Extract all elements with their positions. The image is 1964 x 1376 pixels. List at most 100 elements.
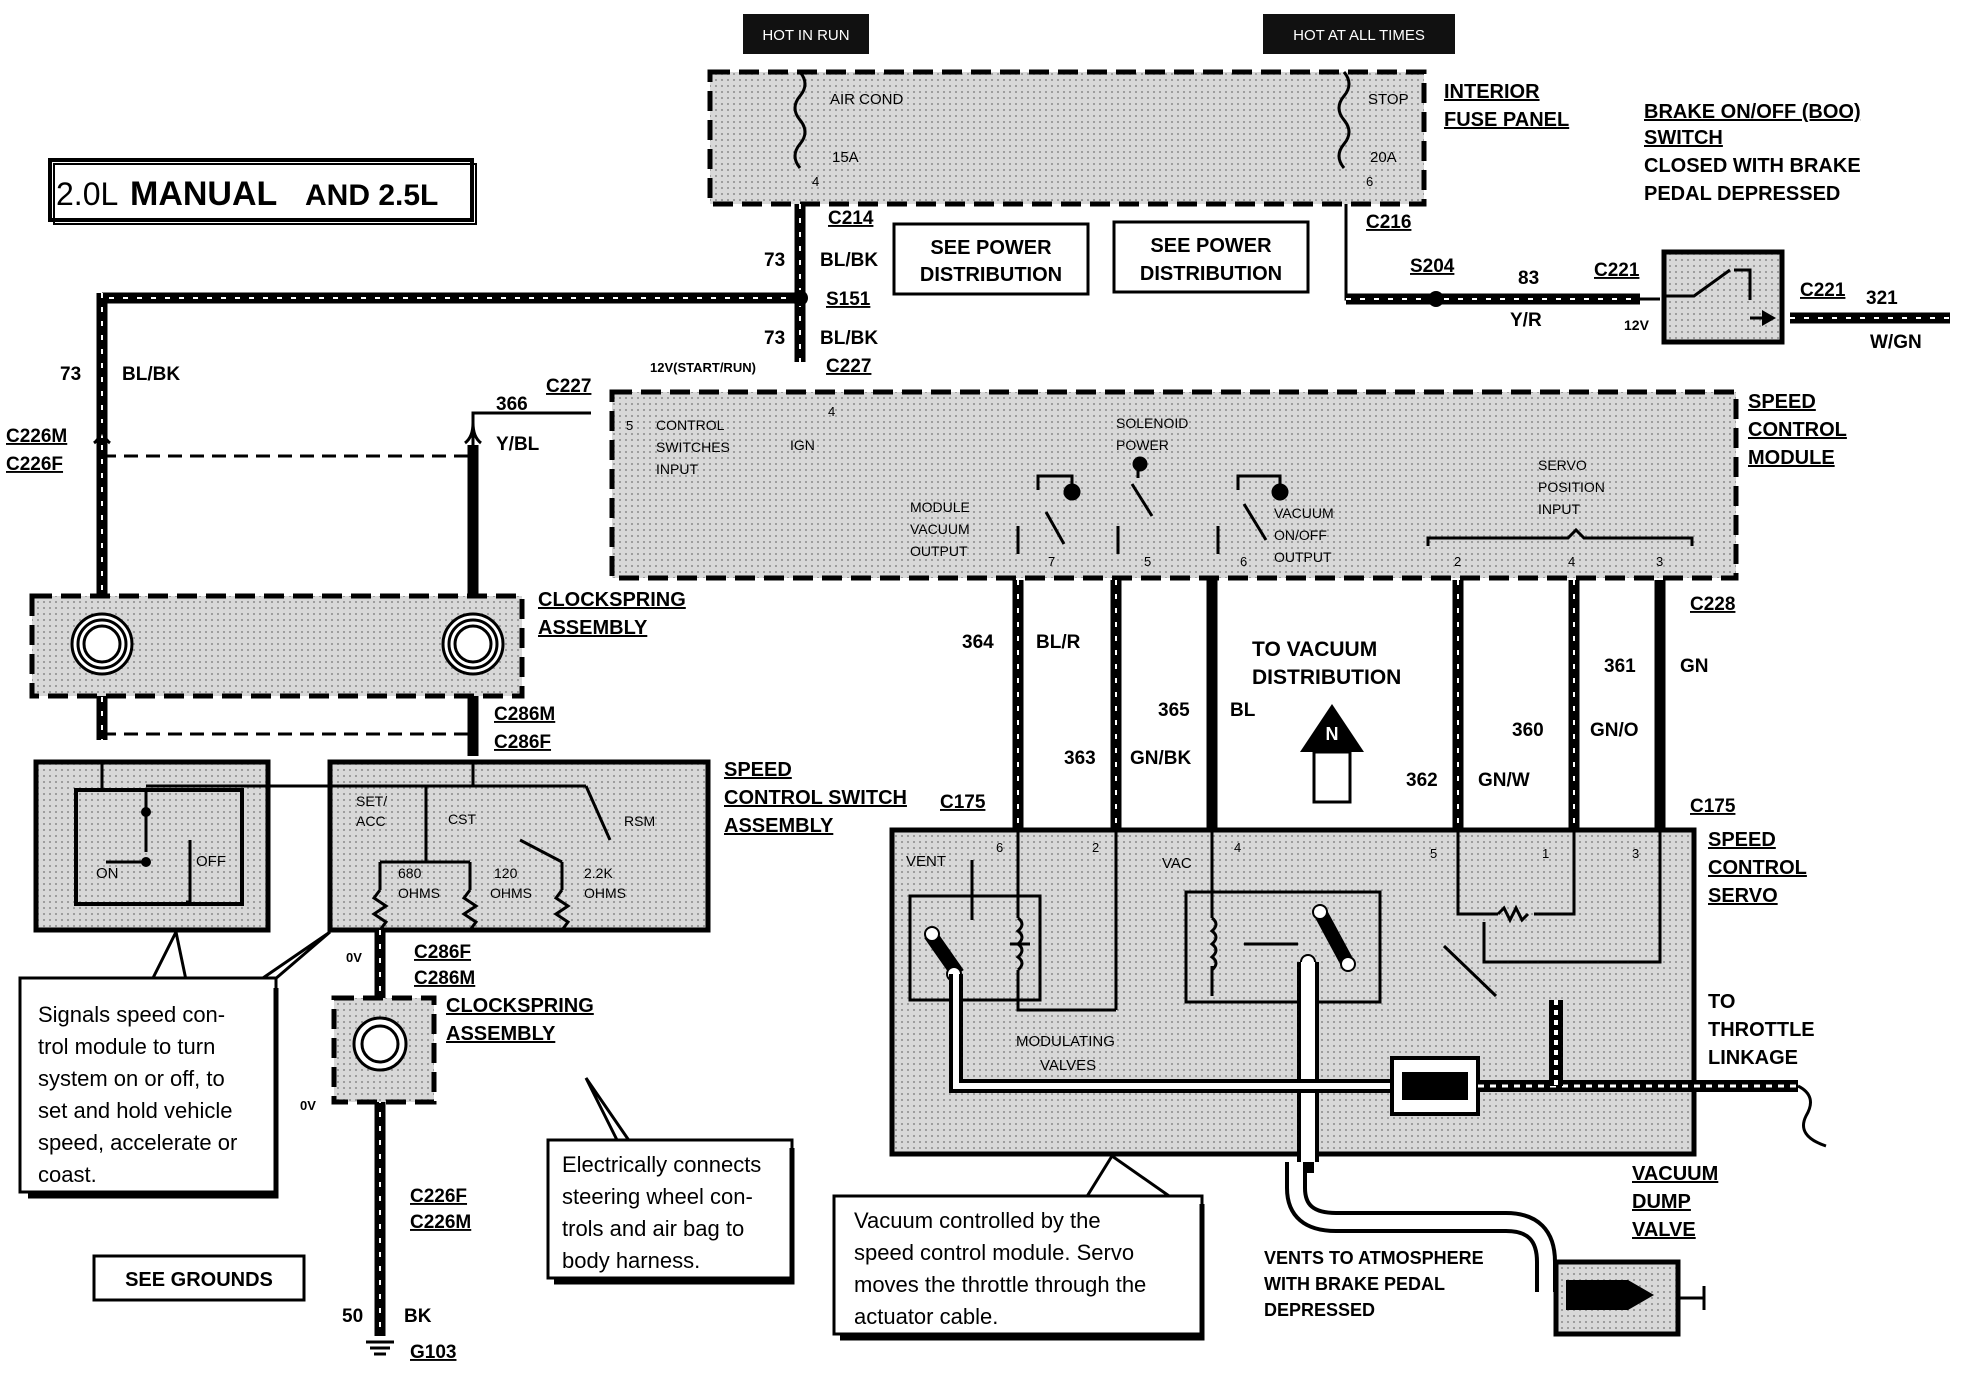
scm-ctl-sw-3: INPUT bbox=[656, 461, 698, 477]
fuse-air-cond-symbol bbox=[793, 71, 807, 169]
throttle-label-3: LINKAGE bbox=[1708, 1047, 1798, 1069]
conn-c214: C214 bbox=[828, 208, 874, 229]
title-box: 2.0L MANUAL AND 2.5L bbox=[48, 158, 477, 225]
wire-gnbk: GN/BK bbox=[1130, 748, 1192, 769]
see-power-2-line1: SEE POWER bbox=[1150, 235, 1272, 257]
scm-label-2: CONTROL bbox=[1748, 419, 1847, 441]
fuse-stop-pin: 6 bbox=[1366, 174, 1373, 189]
switch-cst: CST bbox=[448, 811, 476, 827]
scm-vac-onoff-3: OUTPUT bbox=[1274, 549, 1332, 565]
callout-servo-line-1: speed control module. Servo bbox=[854, 1240, 1134, 1265]
see-power-distribution-box-1[interactable] bbox=[892, 222, 1090, 296]
throttle-label-1: TO bbox=[1708, 991, 1735, 1013]
fuse-stop-name: STOP bbox=[1368, 91, 1409, 108]
mod-valves-1: MODULATING bbox=[1016, 1033, 1115, 1050]
see-power-1-line2: DISTRIBUTION bbox=[920, 264, 1062, 286]
switch-assembly-label-2: CONTROL SWITCH bbox=[724, 787, 907, 809]
scm-relays bbox=[1016, 456, 1289, 554]
clockspring-bottom-label-1: CLOCKSPRING bbox=[446, 995, 594, 1017]
vac-dist-label-2: DISTRIBUTION bbox=[1252, 666, 1401, 689]
conn-c227-top: C227 bbox=[826, 356, 871, 377]
boo-label-2: SWITCH bbox=[1644, 127, 1723, 149]
scm-ign: IGN bbox=[790, 437, 815, 453]
conn-c286m: C286M bbox=[494, 704, 555, 725]
scm-vac-onoff-2: ON/OFF bbox=[1274, 527, 1327, 543]
scm-servo-pos-2: POSITION bbox=[1538, 479, 1605, 495]
servo-vent-line bbox=[953, 974, 1396, 1089]
scm-pin-5: 5 bbox=[626, 418, 633, 433]
scm-label-3: MODULE bbox=[1748, 447, 1835, 469]
hot-in-run-label: HOT IN RUN bbox=[762, 27, 849, 44]
fuse-panel-label-2: FUSE PANEL bbox=[1444, 109, 1569, 131]
wire-yr: Y/R bbox=[1510, 310, 1542, 331]
mod-valves-2: VALVES bbox=[1040, 1057, 1096, 1074]
fuse-stop-symbol bbox=[1337, 71, 1351, 169]
vac-valve-plunger bbox=[1313, 908, 1355, 968]
interior-fuse-panel bbox=[707, 69, 1427, 207]
conn-c286f: C286F bbox=[494, 732, 551, 753]
wire-362: 362 bbox=[1406, 770, 1438, 791]
conn-c226f: C226F bbox=[6, 454, 63, 475]
callout-clockspring-line-3: body harness. bbox=[562, 1248, 700, 1273]
dump-vents-1: VENTS TO ATMOSPHERE bbox=[1264, 1248, 1484, 1268]
servo-vac: VAC bbox=[1162, 855, 1192, 872]
callout-clockspring-line-0: Electrically connects bbox=[562, 1152, 761, 1177]
see-power-distribution-box-2[interactable] bbox=[1112, 220, 1310, 294]
wire-bk: BK bbox=[404, 1306, 432, 1327]
fuse-air-cond-amps: 15A bbox=[832, 149, 859, 166]
hot-at-all-times-label: HOT AT ALL TIMES bbox=[1293, 27, 1425, 44]
servo-label-1: SPEED bbox=[1708, 829, 1776, 851]
conn-c228: C228 bbox=[1690, 594, 1735, 615]
boo-arrow bbox=[1762, 310, 1776, 326]
conn-c226f-b: C226F bbox=[410, 1186, 467, 1207]
wire-363: 363 bbox=[1064, 748, 1096, 769]
scm-ctl-sw-1: CONTROL bbox=[656, 417, 725, 433]
top-wires bbox=[96, 204, 1950, 445]
scm-pin-5b: 5 bbox=[1144, 554, 1151, 569]
scm-pin-4b: 4 bbox=[1568, 554, 1575, 569]
scm-pin-6: 6 bbox=[1240, 554, 1247, 569]
wire-365: 365 bbox=[1158, 700, 1190, 721]
switch-r1: 680 bbox=[398, 865, 422, 881]
servo-pin-5: 5 bbox=[1430, 846, 1437, 861]
callout-switch-line-4: speed, accelerate or bbox=[38, 1130, 237, 1155]
switch-r3: 2.2K bbox=[584, 865, 613, 881]
conn-c221-a: C221 bbox=[1594, 260, 1640, 281]
callout-switch-line-0: Signals speed con- bbox=[38, 1002, 225, 1027]
conn-c226m: C226M bbox=[6, 426, 67, 447]
switch-on: ON bbox=[96, 865, 119, 882]
servo-label-3: SERVO bbox=[1708, 885, 1778, 907]
dump-vents-2: WITH BRAKE PEDAL bbox=[1264, 1274, 1445, 1294]
callout-switch: Signals speed con- trol module to turn s… bbox=[18, 927, 331, 1199]
ground-wire bbox=[366, 930, 394, 1356]
dump-valve-label-2: DUMP bbox=[1632, 1191, 1691, 1213]
speed-control-switch-assembly bbox=[327, 759, 711, 933]
callout-clockspring-line-2: trols and air bag to bbox=[562, 1216, 744, 1241]
scm-pin-3: 3 bbox=[1656, 554, 1663, 569]
fuse-stop-amps: 20A bbox=[1370, 149, 1397, 166]
scm-servo-bracket bbox=[1426, 527, 1694, 546]
ground-g103: G103 bbox=[410, 1342, 456, 1363]
conn-c286m-b: C286M bbox=[414, 968, 475, 989]
speed-control-servo bbox=[889, 827, 1697, 1157]
fuse-air-cond-name: AIR COND bbox=[830, 91, 904, 108]
servo-pin-2: 2 bbox=[1092, 840, 1099, 855]
switch-rsm: RSM bbox=[624, 813, 655, 829]
wire-83: 83 bbox=[1518, 268, 1539, 289]
servo-vent: VENT bbox=[906, 853, 946, 870]
scm-label-1: SPEED bbox=[1748, 391, 1816, 413]
callout-switch-line-3: set and hold vehicle bbox=[38, 1098, 232, 1123]
scm-servo-pos-1: SERVO bbox=[1538, 457, 1587, 473]
conn-c221-b: C221 bbox=[1800, 280, 1846, 301]
hot-in-run-tag bbox=[743, 14, 869, 54]
wire-366: 366 bbox=[496, 394, 528, 415]
scm-module-vac-1: MODULE bbox=[910, 499, 970, 515]
dump-valve-label-1: VACUUM bbox=[1632, 1163, 1718, 1185]
see-grounds-box[interactable] bbox=[92, 1254, 306, 1302]
see-power-1-line1: SEE POWER bbox=[930, 237, 1052, 259]
callout-servo-line-3: actuator cable. bbox=[854, 1304, 998, 1329]
wire-blbk-b: BL/BK bbox=[820, 328, 878, 349]
switch-off: OFF bbox=[196, 853, 226, 870]
switch-set-acc-2: ACC bbox=[356, 813, 386, 829]
